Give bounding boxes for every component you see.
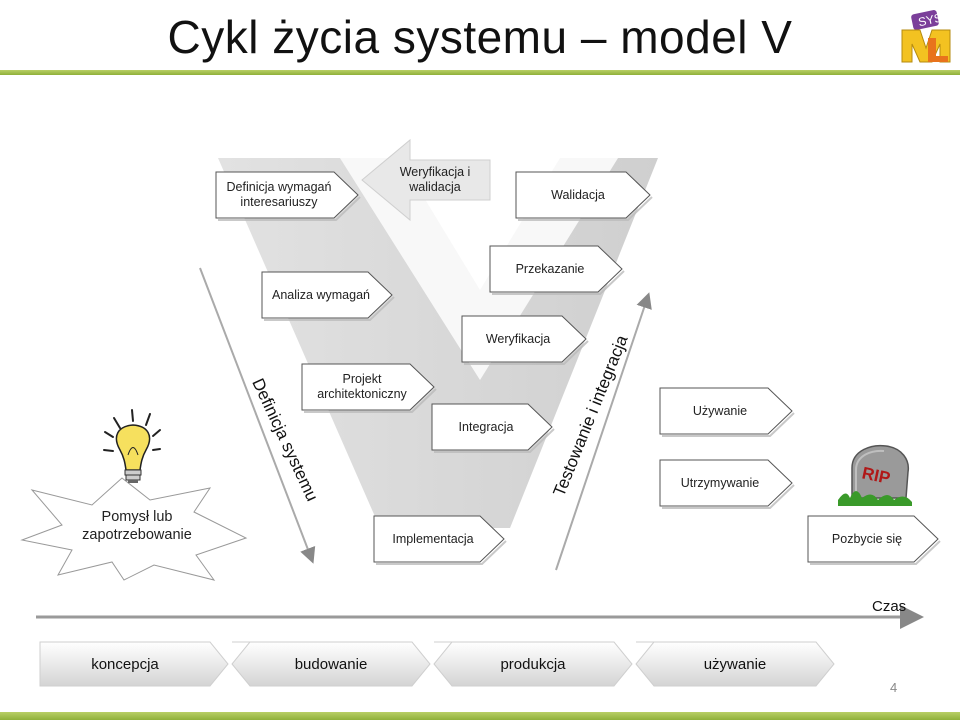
label-use: Używanie — [692, 403, 748, 418]
system-definition-line — [199, 267, 316, 564]
box-implementation — [373, 515, 505, 563]
phase-label-1: budowanie — [294, 655, 368, 673]
time-label: Czas — [872, 598, 907, 615]
page-title: Cykl życia systemu – model V — [167, 11, 793, 63]
phase-label-0: koncepcja — [91, 655, 159, 673]
label-validation: Walidacja — [551, 187, 605, 202]
phase-utilization — [635, 641, 835, 687]
box-stakeholder-requirements — [215, 171, 359, 219]
label-implementation: Implementacja — [392, 531, 474, 546]
box-architectural-design — [301, 363, 435, 411]
idea-starburst — [20, 477, 248, 581]
bottom-bar — [0, 712, 960, 720]
box-validation — [515, 171, 651, 219]
phase-development — [231, 641, 431, 687]
title-underline-bar — [0, 70, 960, 75]
label-integration: Integracja — [458, 419, 514, 434]
phase-label-3: używanie — [703, 655, 767, 673]
phase-concept — [39, 641, 229, 687]
label-verification: Weryfikacja — [485, 331, 551, 346]
box-requirements-analysis — [261, 271, 393, 319]
page-number: 4 — [890, 680, 898, 695]
box-verification — [461, 315, 587, 363]
label-verification-validation: Weryfikacja i walidacja — [399, 165, 471, 194]
label-idea: Pomysł lub zapotrzebowanie — [82, 509, 192, 543]
verification-validation-arrow — [361, 138, 491, 222]
v-shape — [218, 158, 658, 528]
label-maintenance: Utrzymywanie — [680, 475, 760, 490]
sysml-logo-icon: SYS — [901, 10, 951, 63]
box-transition — [489, 245, 623, 293]
testing-integration-line — [555, 292, 652, 571]
svg-text:SYS: SYS — [917, 11, 943, 30]
label-stakeholder-requirements: Definicja wymagań interesariuszy — [226, 180, 332, 209]
tombstone-icon: RIP — [838, 444, 912, 506]
box-use — [659, 387, 793, 435]
light-bulb-icon — [103, 409, 161, 483]
box-maintenance — [659, 459, 793, 507]
label-requirements-analysis: Analiza wymagań — [272, 287, 370, 302]
label-disposal: Pozbycie się — [831, 531, 903, 546]
label-transition: Przekazanie — [515, 261, 585, 276]
box-integration — [431, 403, 553, 451]
phase-label-2: produkcja — [500, 655, 566, 673]
label-architectural-design: Projekt architektoniczny — [317, 372, 407, 401]
box-disposal — [807, 515, 939, 563]
phase-production — [433, 641, 633, 687]
